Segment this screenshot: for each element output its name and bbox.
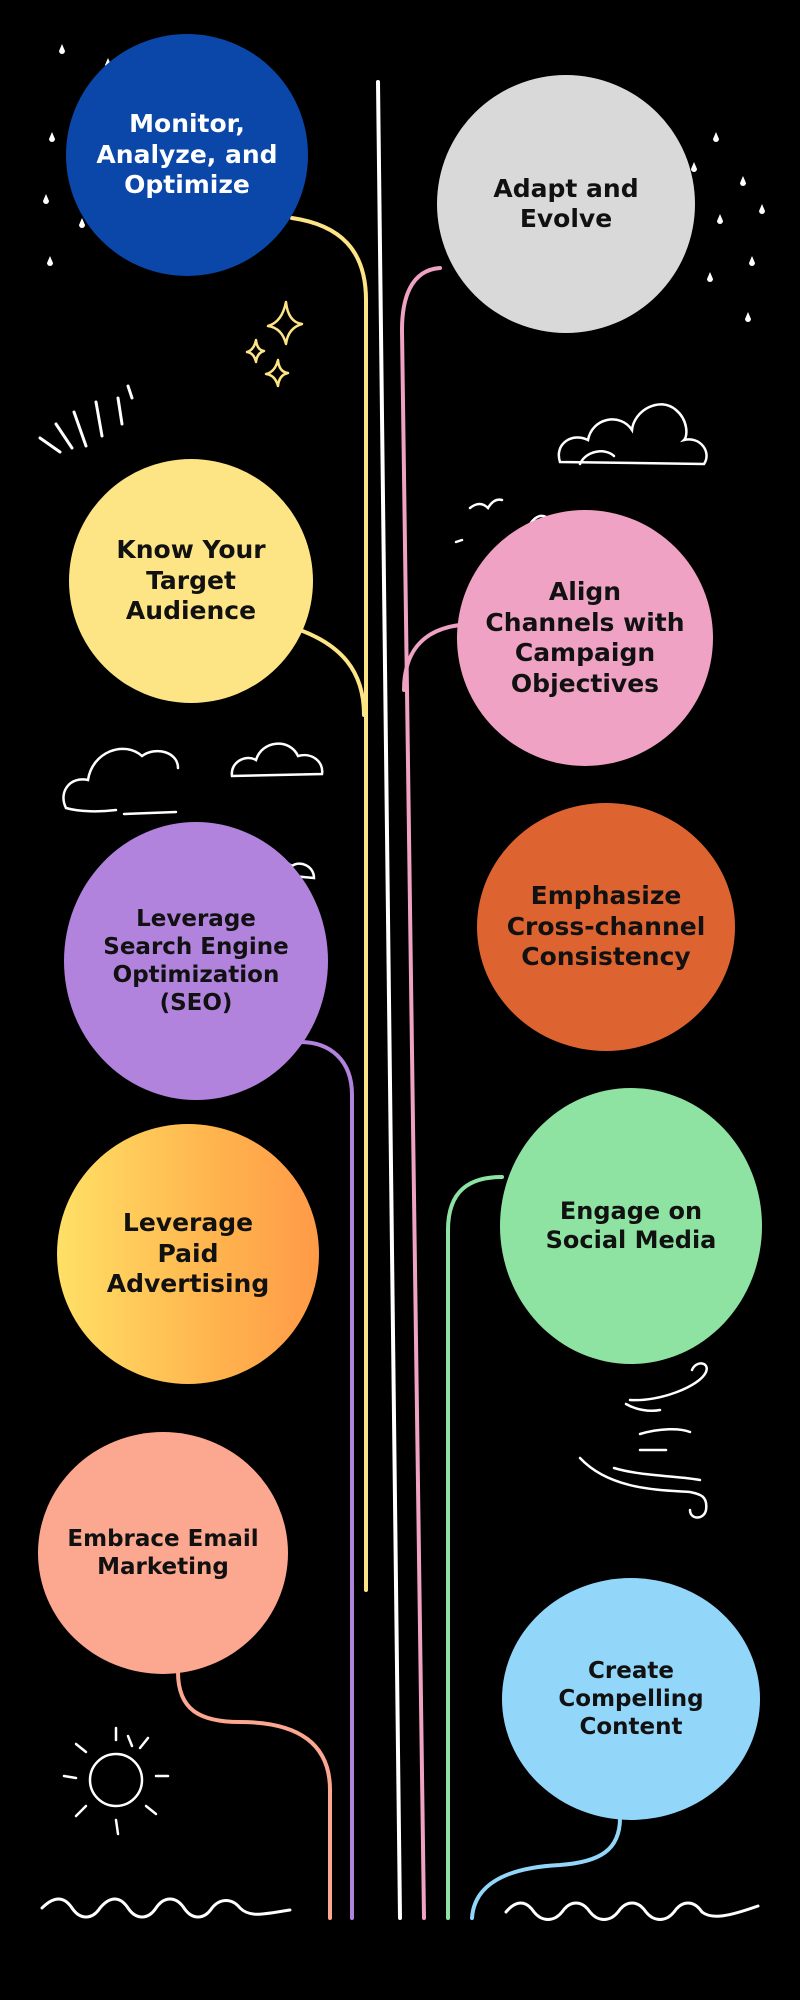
stem-yellow-branch [298, 628, 366, 717]
center-white-line [376, 80, 402, 1920]
step-label: Emphasize Cross-channel Consistency [506, 881, 706, 972]
step-email-marketing: Embrace Email Marketing [38, 1432, 288, 1674]
step-cross-channel: Emphasize Cross-channel Consistency [477, 803, 735, 1051]
step-label: Know Your Target Audience [116, 535, 266, 626]
step-adapt-evolve: Adapt and Evolve [437, 75, 695, 333]
burst-icon [38, 384, 134, 454]
cloud-icon [62, 403, 708, 880]
step-label: Adapt and Evolve [493, 173, 639, 234]
step-label: Leverage Paid Advertising [106, 1208, 270, 1299]
stem-purple [298, 1040, 354, 1920]
step-label: Align Channels with Campaign Objectives [485, 577, 685, 698]
stem-salmon [176, 1670, 332, 1920]
step-label: Engage on Social Media [545, 1196, 717, 1254]
stem-blue [470, 1816, 622, 1920]
step-label: Embrace Email Marketing [67, 1525, 259, 1580]
wind-icon [578, 1362, 708, 1519]
step-social-media: Engage on Social Media [500, 1088, 762, 1364]
waves-icon [40, 1897, 760, 1921]
step-leverage-seo: Leverage Search Engine Optimization (SEO… [64, 822, 328, 1100]
stem-green [446, 1175, 504, 1920]
step-align-channels: Align Channels with Campaign Objectives [457, 510, 713, 766]
sparkle-icon [245, 300, 304, 388]
step-label: Monitor, Analyze, and Optimize [96, 109, 278, 200]
sun-icon [62, 1726, 170, 1836]
stem-yellow [290, 216, 368, 1592]
step-compelling-content: Create Compelling Content [502, 1578, 760, 1820]
raindrops-right-icon [691, 132, 765, 322]
stem-pink-branch [402, 623, 462, 692]
step-monitor-analyze-optimize: Monitor, Analyze, and Optimize [66, 34, 308, 276]
step-label: Leverage Search Engine Optimization (SEO… [103, 905, 289, 1017]
step-label: Create Compelling Content [558, 1657, 704, 1741]
step-paid-advertising: Leverage Paid Advertising [57, 1124, 319, 1384]
step-know-audience: Know Your Target Audience [69, 459, 313, 703]
stem-pink [399, 266, 442, 1920]
